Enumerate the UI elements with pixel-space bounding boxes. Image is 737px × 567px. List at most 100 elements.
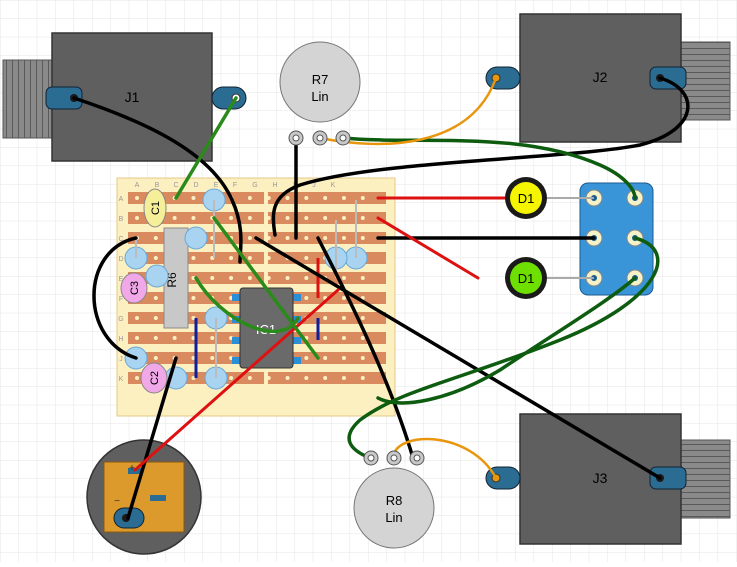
copper-strip-left: [128, 292, 264, 304]
board-hole: [285, 216, 290, 220]
wire-black-j3: [254, 236, 662, 480]
board-hole: [323, 356, 328, 360]
board-hole: [191, 196, 196, 200]
capacitor-c3-body: [120, 272, 148, 304]
board-hole: [285, 376, 290, 380]
board-hole: [304, 376, 309, 380]
board-hole: [360, 356, 365, 360]
board-hole: [360, 376, 365, 380]
board-hole: [229, 216, 234, 220]
jack-j3-label: J3: [593, 470, 608, 486]
component-pads: [124, 188, 368, 390]
board-hole: [360, 336, 365, 340]
board-hole: [247, 196, 252, 200]
ic1-pad-r4: [291, 357, 301, 364]
board-hole: [191, 256, 196, 260]
board-hole: [172, 336, 177, 340]
board-hole: [191, 316, 196, 320]
jack-j3-lug-right: [649, 466, 687, 490]
board-col-label: I: [293, 182, 295, 189]
board-row-label: C: [118, 236, 123, 243]
board-hole: [266, 256, 271, 260]
board-hole: [153, 236, 158, 240]
board-hole: [210, 336, 215, 340]
jack-j1-lug-left: [45, 86, 83, 110]
board-row-label: J: [119, 356, 123, 363]
board-hole: [341, 216, 346, 220]
board-col-label: C: [173, 182, 178, 189]
board-row-label: E: [119, 276, 124, 283]
board-hole: [304, 236, 309, 240]
board-hole: [360, 216, 365, 220]
board-hole: [266, 216, 271, 220]
board-hole: [304, 296, 309, 300]
capacitor-c1[interactable]: C1: [143, 188, 167, 228]
pot-r7[interactable]: R7 Lin: [279, 41, 361, 146]
board-hole: [304, 356, 309, 360]
board-hole: [341, 336, 346, 340]
pot-r8[interactable]: R8 Lin: [353, 450, 435, 549]
board-hole: [191, 216, 196, 220]
board-row-label: F: [119, 296, 123, 303]
pot-r7-body: [279, 41, 361, 123]
board-col-label: J: [312, 182, 316, 189]
capacitor-c3[interactable]: C3: [120, 272, 148, 304]
board-hole: [247, 236, 252, 240]
led-d1-yellow-label: D1: [518, 191, 535, 206]
board-hole: [266, 236, 271, 240]
board-hole: [285, 276, 290, 280]
jack-j3[interactable]: J3: [485, 413, 731, 545]
led-d1-yellow-lens: [510, 182, 542, 214]
board-hole: [210, 356, 215, 360]
wire-green-board2: [194, 276, 300, 334]
board-hole: [229, 256, 234, 260]
pot-r7-name: R7: [312, 72, 329, 87]
board-hole: [229, 376, 234, 380]
wire-black-r8: [316, 236, 415, 460]
battery-9v[interactable]: + −: [86, 439, 202, 555]
board-hole: [229, 276, 234, 280]
board-col-label: K: [331, 182, 336, 189]
wire-orange-r8-j3: [391, 437, 498, 480]
board-hole: [247, 276, 252, 280]
board-hole: [323, 236, 328, 240]
board-hole: [191, 336, 196, 340]
board-col-label: D: [193, 182, 198, 189]
component-pad: [145, 264, 169, 288]
board-hole: [285, 236, 290, 240]
board-hole: [323, 336, 328, 340]
board-hole: [341, 296, 346, 300]
capacitor-c2[interactable]: C2: [140, 362, 168, 394]
board-hole: [191, 276, 196, 280]
board-row-label: H: [118, 336, 123, 343]
board-hole: [153, 256, 158, 260]
jack-j1-lug-right: [211, 86, 247, 110]
board-hole: [191, 356, 196, 360]
led-d1-yellow[interactable]: D1: [505, 177, 547, 219]
board-hole: [266, 276, 271, 280]
board-hole: [247, 256, 252, 260]
ic1-pad-l4: [232, 357, 242, 364]
jack-j1-label: J1: [125, 89, 140, 105]
board-row-label: A: [119, 196, 124, 203]
wire-red-d1-green: [376, 216, 480, 280]
led-d1-green[interactable]: D1: [505, 257, 547, 299]
board-hole: [135, 216, 139, 220]
battery-minus-label: −: [114, 496, 120, 507]
board-hole: [191, 296, 196, 300]
board-hole: [341, 276, 346, 280]
jack-j1[interactable]: J1: [2, 32, 247, 162]
capacitor-c2-body: [140, 362, 168, 394]
board-hole: [360, 316, 365, 320]
board-hole: [285, 196, 290, 200]
board-hole: [266, 196, 271, 200]
jack-j2[interactable]: J2: [485, 13, 731, 143]
wire-dkgreen-r7-switch: [341, 136, 637, 200]
board-hole: [341, 196, 346, 200]
ic1-pad-l3: [232, 337, 242, 344]
board-hole: [360, 276, 365, 280]
jack-j2-lug-left: [485, 66, 521, 90]
component-pad: [184, 226, 208, 250]
board-col-label: H: [272, 182, 277, 189]
